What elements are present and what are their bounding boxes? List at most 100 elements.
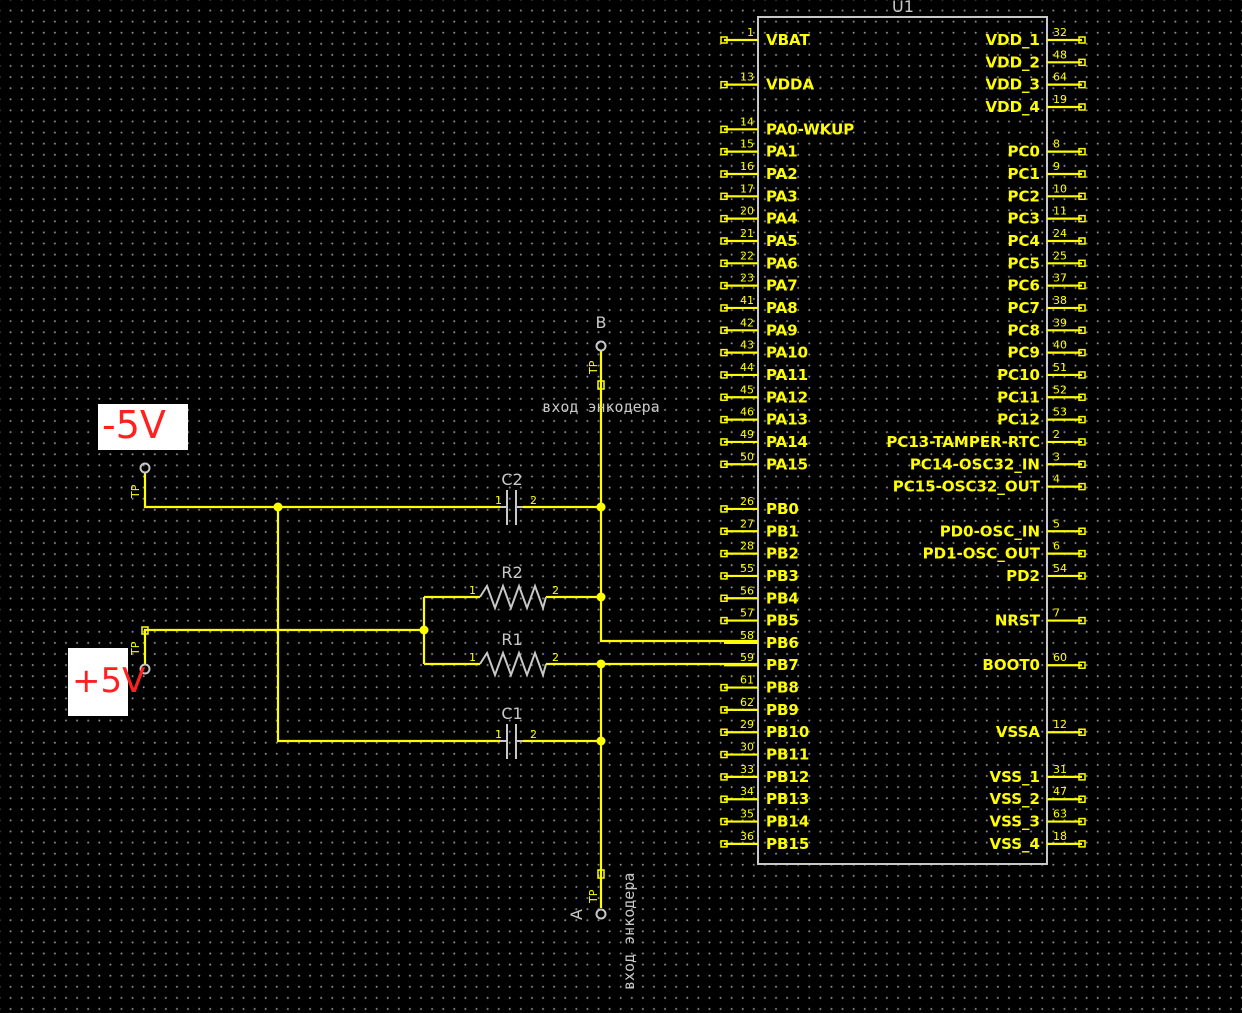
pin-endpoint-icon [1078,304,1086,312]
pin-endpoint-icon [720,304,728,312]
pin-name: PC11 [997,388,1040,406]
pin-endpoint-icon [720,840,728,848]
junction-dot [596,659,606,669]
testpoint-a-tp: TP [587,889,600,904]
ic-u1-refdes: U1 [892,0,914,16]
testpoint-a[interactable]: A TP вход энкодера [567,869,638,990]
ic-u1-body[interactable] [757,16,1048,865]
wire-neg5-to-c1[interactable] [276,507,500,743]
pin-number: 24 [1053,227,1067,240]
pin-endpoint-icon [1078,527,1086,536]
testpoint-neg5v[interactable]: TP [129,462,151,500]
resistor-r2[interactable]: R2 1 2 [469,563,559,612]
pin-name: PD1-OSC_OUT [923,545,1041,563]
pin-endpoint-icon [1078,795,1086,803]
pin-endpoint-icon [1078,237,1086,245]
pin-name: PB10 [766,723,809,741]
pin-number: 14 [740,115,754,128]
testpoint-pos5v[interactable]: TP [129,626,151,675]
capacitor-c2[interactable]: C2 1 2 [495,470,537,525]
wire-pos5-to-r[interactable] [143,628,424,665]
pin-name: PA11 [766,366,808,384]
pin-number: 8 [1053,138,1060,151]
r2-pin1-num: 1 [469,584,476,597]
pin-name: PB11 [766,746,809,764]
capacitor-c1[interactable]: C1 1 2 [495,704,537,759]
resistor-r1[interactable]: R1 1 2 [469,630,559,679]
pin-number: 42 [740,316,754,329]
pin-endpoint-icon [720,438,728,446]
testpoint-b[interactable]: B TP вход энкодера [542,313,659,416]
pin-number: 26 [740,495,754,508]
wire-neg5-to-c2[interactable] [143,473,500,509]
pin-name: VSS_2 [990,790,1040,808]
wire-b-to-pb6[interactable] [599,350,758,643]
